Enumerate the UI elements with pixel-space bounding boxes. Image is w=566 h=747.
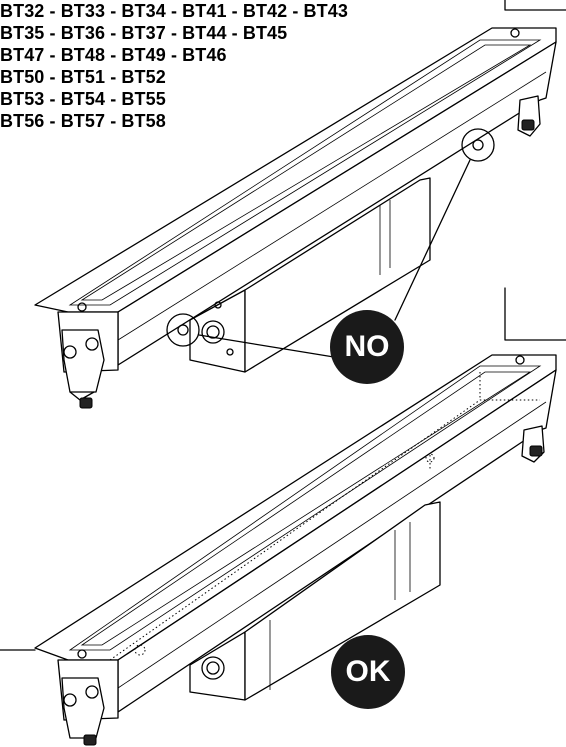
gas-inlet-top [201,320,225,344]
recessed-outline [109,399,540,661]
model-line: BT53 - BT54 - BT55 [0,89,166,109]
wall-outline-bottom [504,287,566,341]
model-line: BT35 - BT36 - BT37 - BT44 - BT45 [0,23,288,43]
ok-badge-label: OK [345,655,391,688]
model-line: BT56 - BT57 - BT58 [0,111,166,131]
callout-circle-right [461,128,495,162]
wall-outline-top [504,0,566,11]
bottom-appliance-illustration [0,287,566,746]
model-line: BT50 - BT51 - BT52 [0,67,166,87]
circle-no-icon: NO [330,310,404,384]
top-appliance-illustration [34,0,566,409]
model-list: BT32 - BT33 - BT34 - BT41 - BT42 - BT43 … [0,0,348,132]
model-line: BT47 - BT48 - BT49 - BT46 [0,45,227,65]
model-line: BT32 - BT33 - BT34 - BT41 - BT42 - BT43 [0,1,348,21]
no-badge-label: NO [344,330,390,363]
callout-circle-left [166,313,200,347]
circle-ok-icon: OK [331,635,405,709]
gas-inlet-bottom [201,656,225,680]
